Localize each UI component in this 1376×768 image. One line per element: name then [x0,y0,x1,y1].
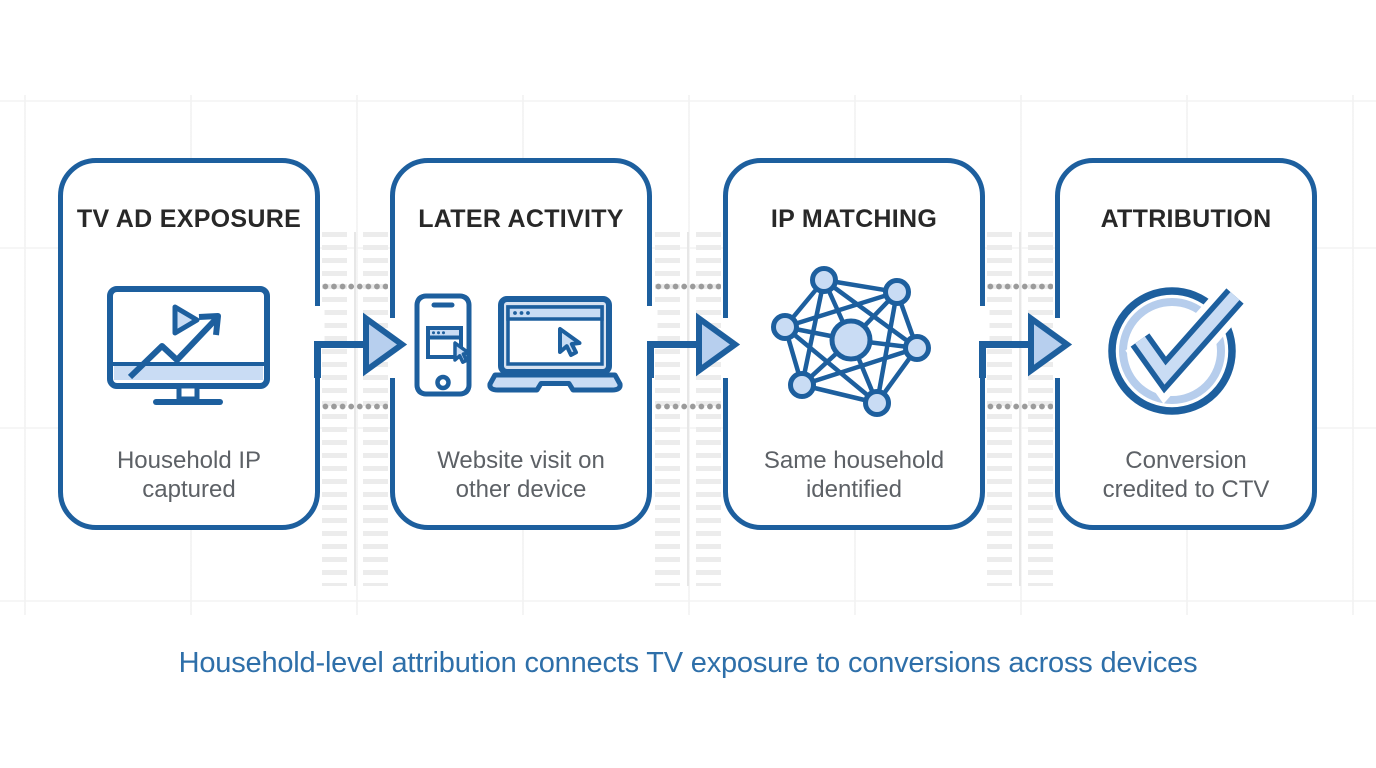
step-card-attribution: ATTRIBUTION Conversion credited to CTV [1055,158,1317,530]
tagline: Household-level attribution connects TV … [178,647,1198,679]
step-caption: Household IP captured [116,447,262,503]
dotted-row [322,403,388,410]
dotted-row [655,403,721,410]
step-title: TV AD EXPOSURE [76,205,302,233]
flow-arrow-icon [311,306,408,378]
background-grid-hline [0,100,1376,102]
step-title: ATTRIBUTION [1100,205,1272,233]
network-graph-icon [771,265,934,422]
step-caption: Same household identified [763,447,945,503]
step-title: LATER ACTIVITY [418,205,624,233]
tv-trend-icon [106,285,272,414]
step-title: IP MATCHING [770,205,938,233]
step-card-later-activity: LATER ACTIVITY [390,158,652,530]
check-circle-icon [1108,278,1264,425]
step-card-ip-matching: IP MATCHING [723,158,985,530]
step-caption: Conversion credited to CTV [1102,447,1270,503]
flow-arrow-icon [644,306,740,378]
phone-laptop-icon [411,291,631,408]
dotted-row [987,283,1053,290]
dotted-row [655,283,721,290]
step-caption: Website visit on other device [437,447,605,503]
background-grid-hline [0,600,1376,602]
dotted-row [987,403,1053,410]
dotted-row [322,283,388,290]
flow-arrow-icon [976,306,1073,378]
step-card-tv-ad-exposure: TV AD EXPOSURE Household IP captured [58,158,320,530]
